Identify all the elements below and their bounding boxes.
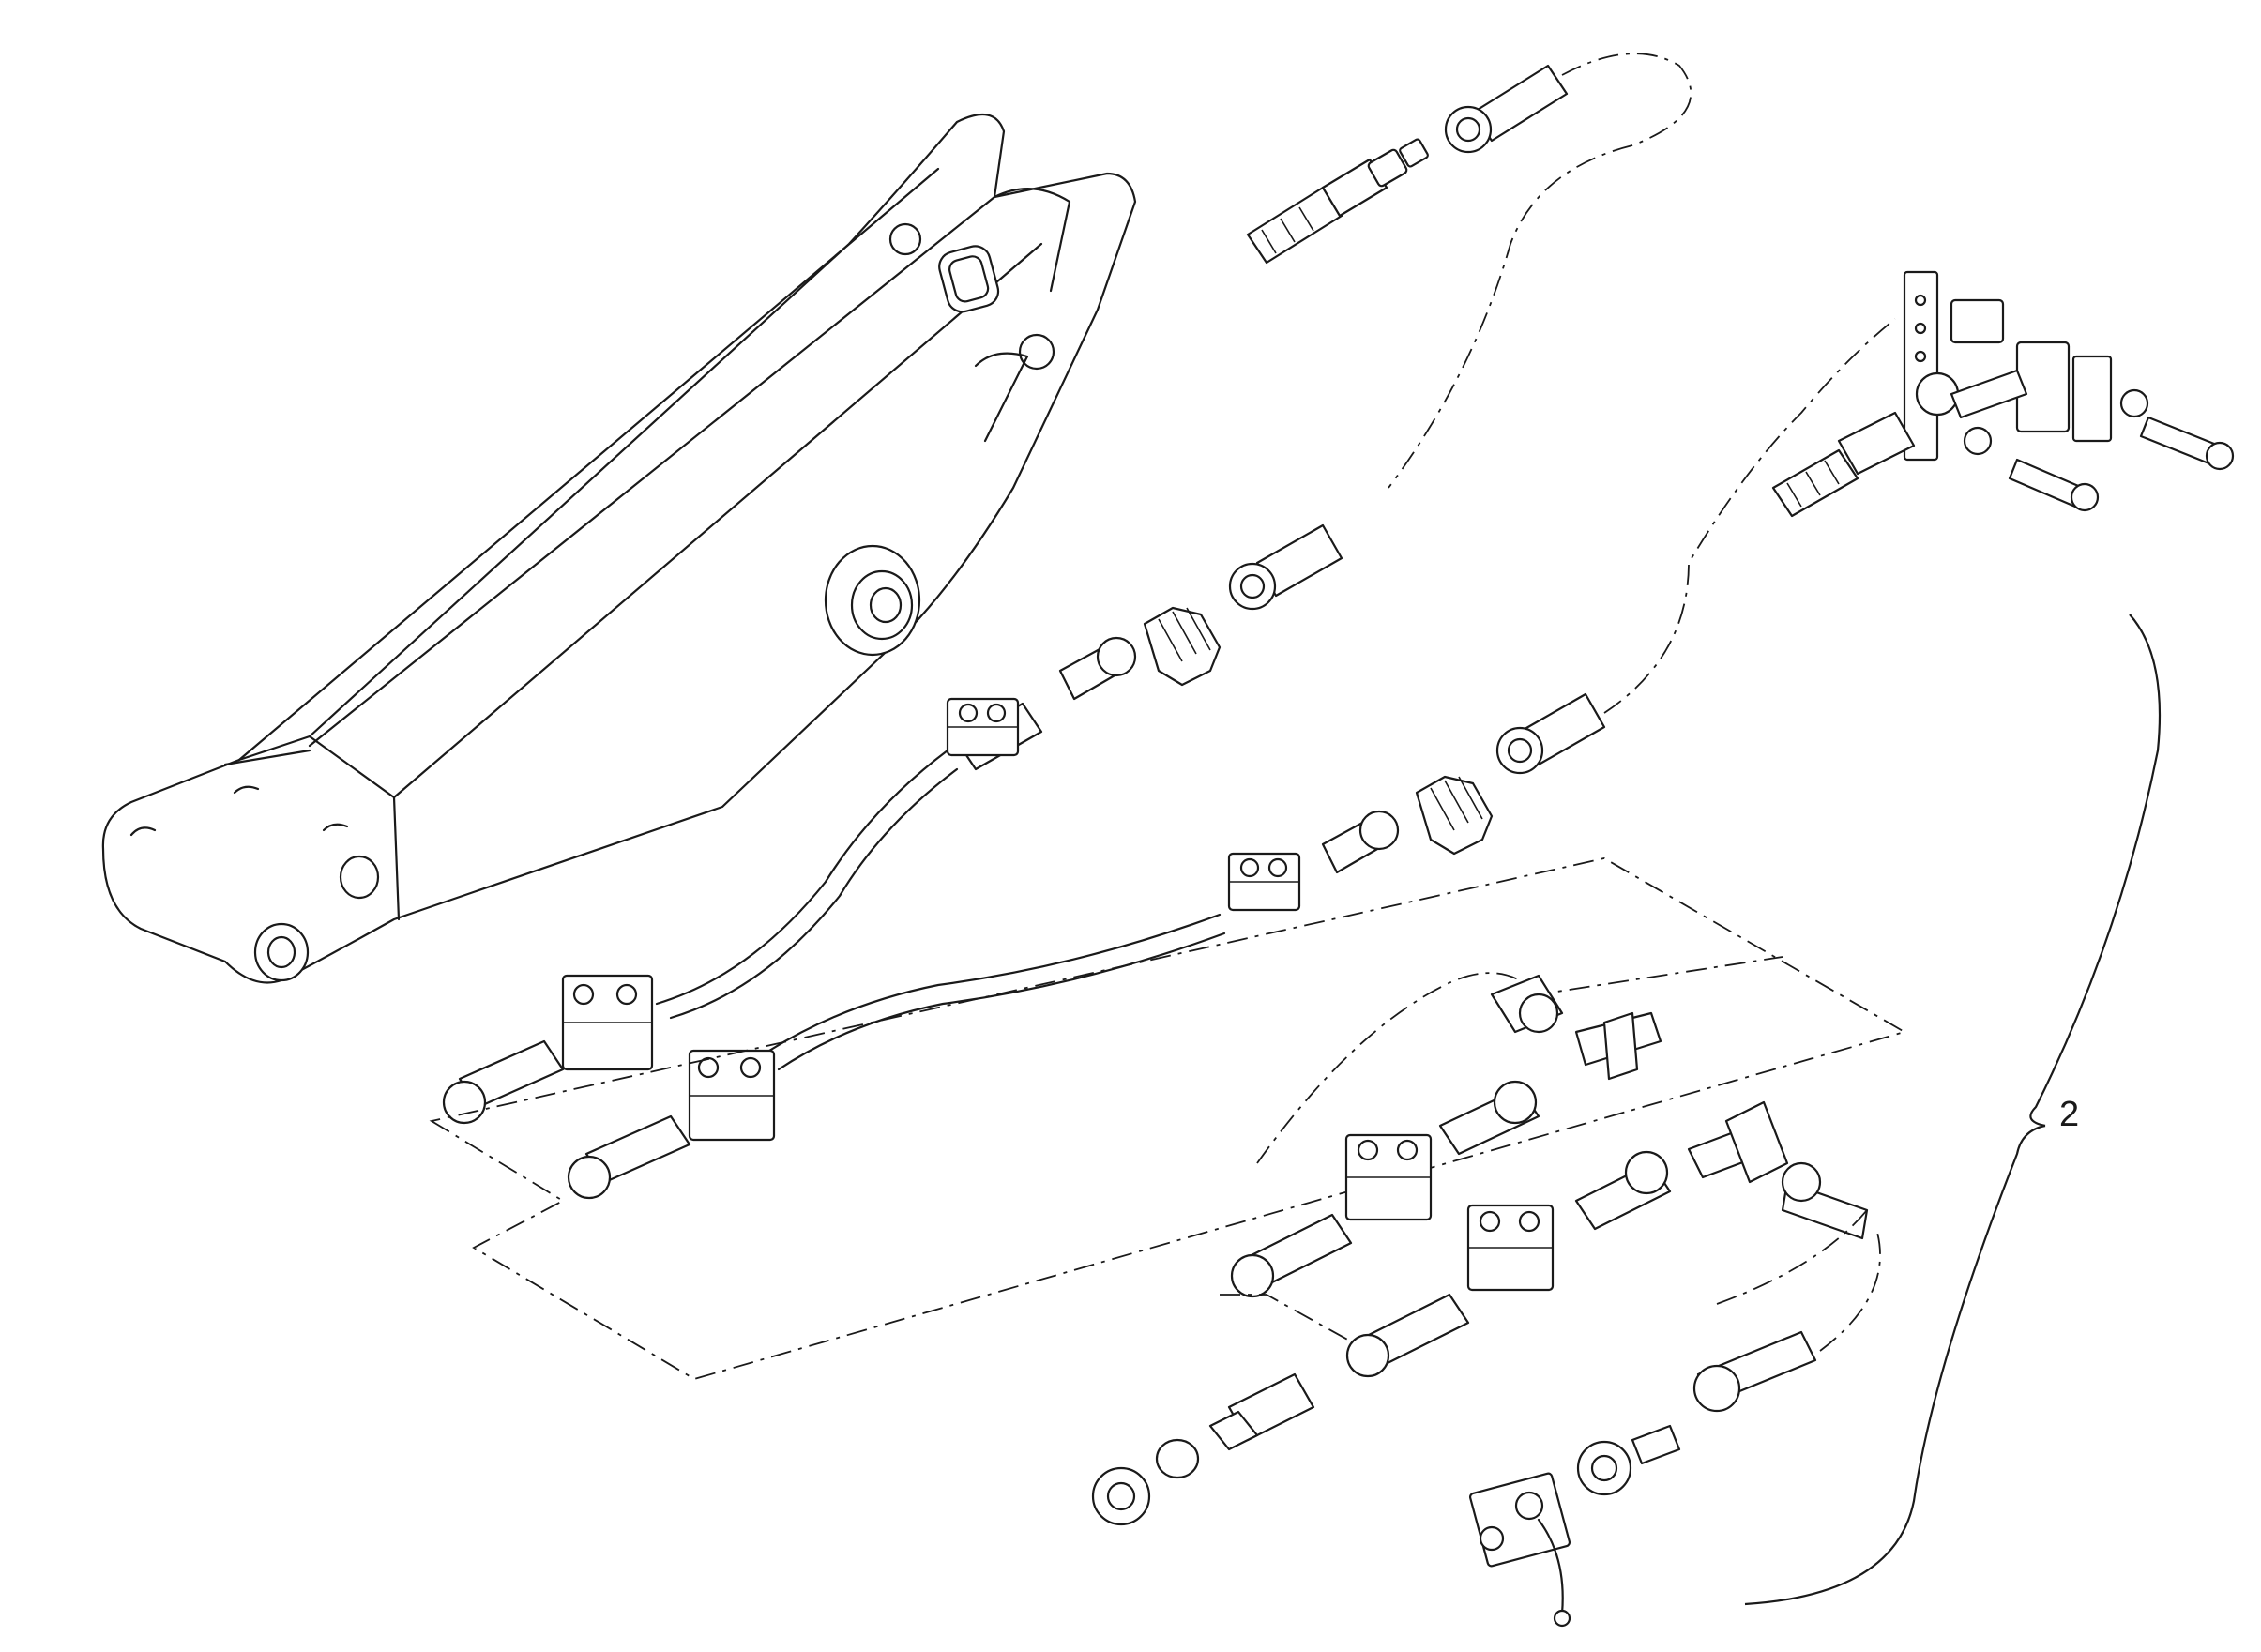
lower-tee-fittings: [1220, 956, 1869, 1378]
group-frame-dashed: [429, 857, 1907, 1380]
left-clamp-group: [442, 974, 776, 1200]
callout-label-2: 2: [2059, 1095, 2079, 1134]
hose-line-2: [767, 318, 1896, 1071]
callout-brace-2: 2: [1744, 614, 2162, 1606]
bracket-assembly: [1771, 270, 2235, 518]
hose-line-1: [655, 523, 1343, 1020]
boom-arm: [101, 113, 1137, 984]
bottom-couplings: [1091, 1209, 1881, 1628]
upper-hose-fitting-group: [1246, 53, 1692, 489]
